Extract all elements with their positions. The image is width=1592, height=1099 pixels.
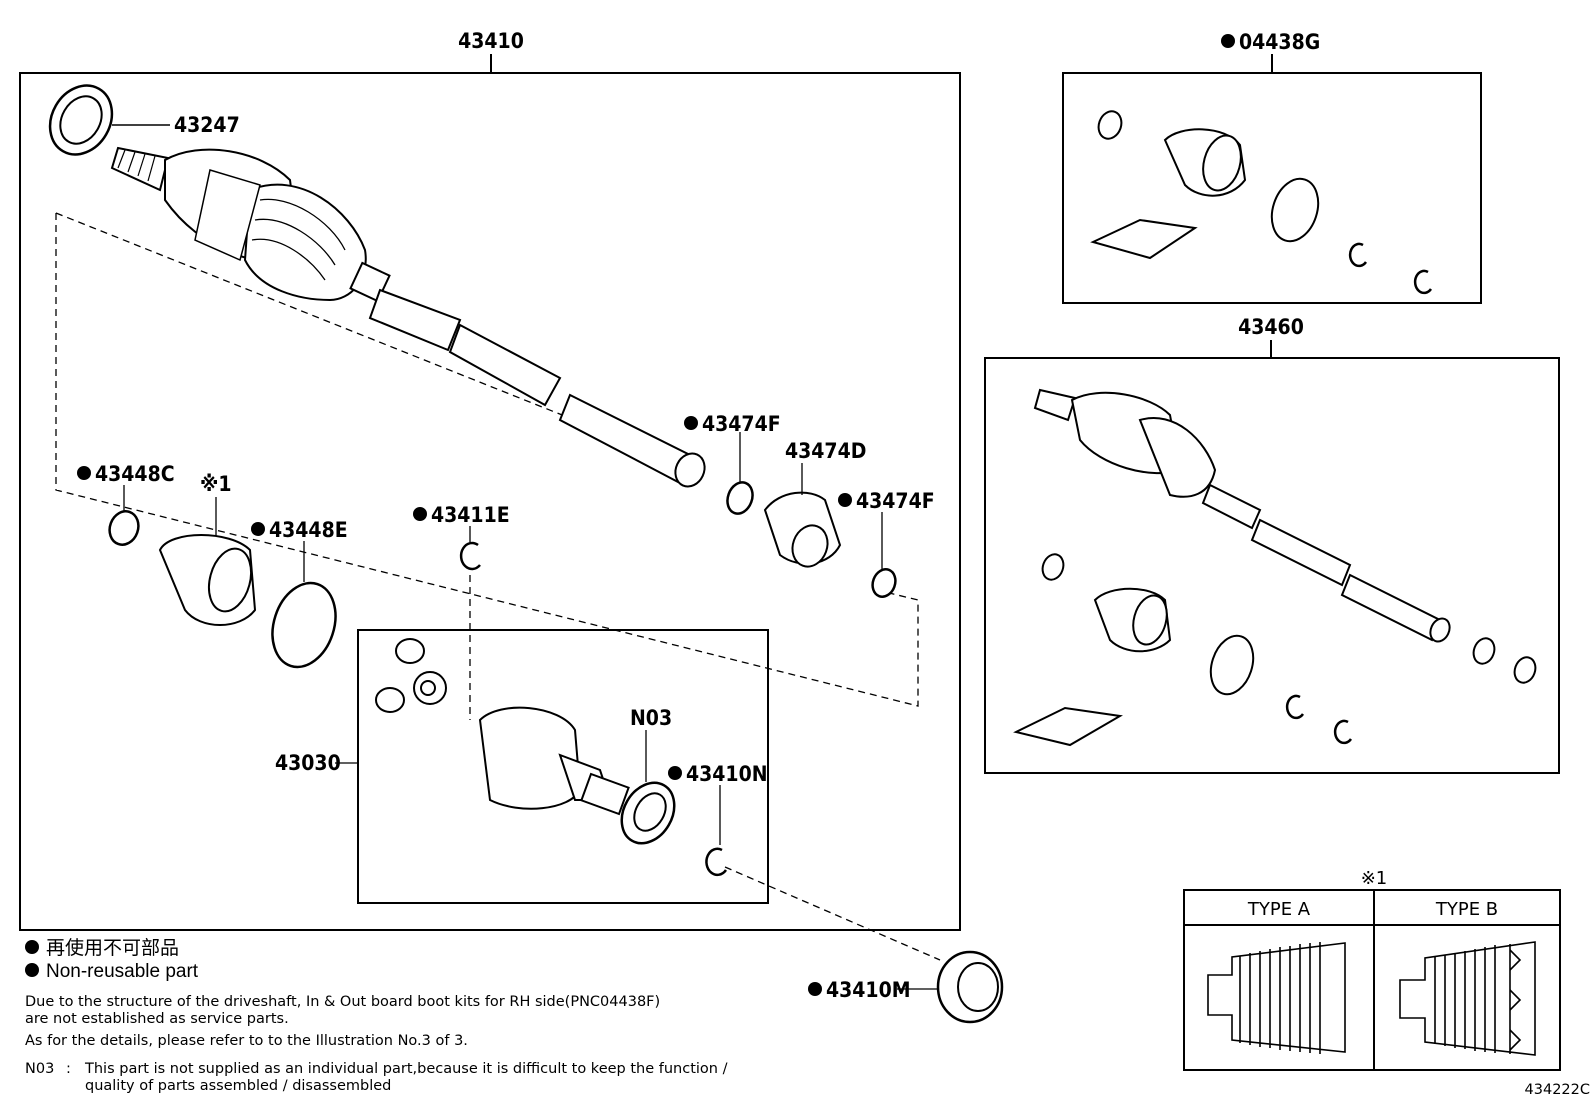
damper-clamp-2-label[interactable]: 43474F — [856, 489, 935, 513]
note-line-1: Due to the structure of the driveshaft, … — [25, 994, 660, 1010]
damper-label[interactable]: 43474D — [785, 439, 866, 463]
inboard-joint-frame — [357, 629, 769, 904]
non-reusable-icon — [838, 493, 852, 507]
notes: Due to the structure of the driveshaft, … — [25, 994, 728, 1094]
damper-clamp-1-part[interactable]: 43474F — [684, 412, 781, 517]
bearing-part[interactable]: 43410M — [808, 950, 1004, 1024]
non-reusable-icon — [1221, 34, 1235, 48]
note-line-3: As for the details, please refer to to t… — [25, 1033, 468, 1049]
type-a-header: TYPE A — [1247, 899, 1311, 920]
inboard-joint-group[interactable]: 43030 N03 43410N — [275, 629, 769, 904]
legend-japanese: 再使用不可部品 — [46, 937, 179, 959]
boot-kit-frame — [1062, 72, 1482, 304]
damper-clamp-1-label[interactable]: 43474F — [702, 412, 781, 436]
legend: 再使用不可部品 Non-reusable part — [25, 937, 199, 982]
inner-boot-clamp-large-label[interactable]: 43448E — [269, 518, 348, 542]
snap-ring-part[interactable]: 43411E — [413, 503, 510, 571]
non-reusable-icon — [413, 507, 427, 521]
driveshaft-lh[interactable] — [110, 146, 710, 491]
non-reusable-icon — [25, 940, 39, 954]
n03-note-key: N03 — [25, 1061, 54, 1077]
legend-english: Non-reusable part — [46, 961, 199, 982]
n03-note-line-2: quality of parts assembled / disassemble… — [85, 1078, 391, 1094]
note-line-2: are not established as service parts. — [25, 1011, 289, 1027]
bearing-label[interactable]: 43410M — [826, 978, 911, 1002]
type-b-header: TYPE B — [1435, 899, 1498, 920]
boot-type-table: ※1 TYPE A TYPE B — [1183, 868, 1561, 1071]
inner-boot-clamp-small-part[interactable]: 43448C — [77, 462, 175, 549]
n03-label[interactable]: N03 — [630, 706, 672, 730]
outer-seal-label[interactable]: 43247 — [174, 113, 240, 137]
boot-type-ref-label[interactable]: ※1 — [200, 472, 232, 496]
inner-boot-clamp-large-part[interactable]: 43448E — [251, 518, 348, 675]
type-a-boot-drawing — [1207, 942, 1346, 1054]
non-reusable-icon — [25, 963, 39, 977]
boot-kit-group[interactable]: 04438G — [1062, 30, 1482, 304]
boot-kit-label[interactable]: 04438G — [1239, 30, 1320, 54]
non-reusable-icon — [251, 522, 265, 536]
type-b-boot-drawing — [1399, 941, 1536, 1056]
non-reusable-icon — [808, 982, 822, 996]
type-table-ref: ※1 — [1361, 868, 1388, 889]
inner-boot-clamp-small-label[interactable]: 43448C — [95, 462, 175, 486]
damper-clamp-2-part[interactable]: 43474F — [838, 489, 935, 600]
assembly-lh-label[interactable]: 43410 — [458, 29, 524, 53]
inboard-snap-ring-label[interactable]: 43410N — [686, 762, 768, 786]
drawing-code: 434222C — [1525, 1082, 1590, 1098]
inboard-joint-label[interactable]: 43030 — [275, 751, 341, 775]
n03-note-line-1: This part is not supplied as an individu… — [84, 1061, 728, 1077]
inner-boot-part[interactable]: ※1 — [158, 472, 258, 626]
non-reusable-icon — [77, 466, 91, 480]
n03-note-sep: : — [66, 1061, 71, 1077]
assembly-rh-label[interactable]: 43460 — [1238, 315, 1304, 339]
damper-part[interactable]: 43474D — [763, 439, 866, 572]
snap-ring-label[interactable]: 43411E — [431, 503, 510, 527]
assembly-lh-group: 43410 — [19, 29, 961, 931]
non-reusable-icon — [684, 416, 698, 430]
outer-seal-part[interactable]: 43247 — [38, 74, 240, 165]
bearing-guide — [724, 866, 941, 961]
non-reusable-icon — [668, 766, 682, 780]
assembly-rh-group[interactable]: 43460 — [984, 315, 1560, 774]
